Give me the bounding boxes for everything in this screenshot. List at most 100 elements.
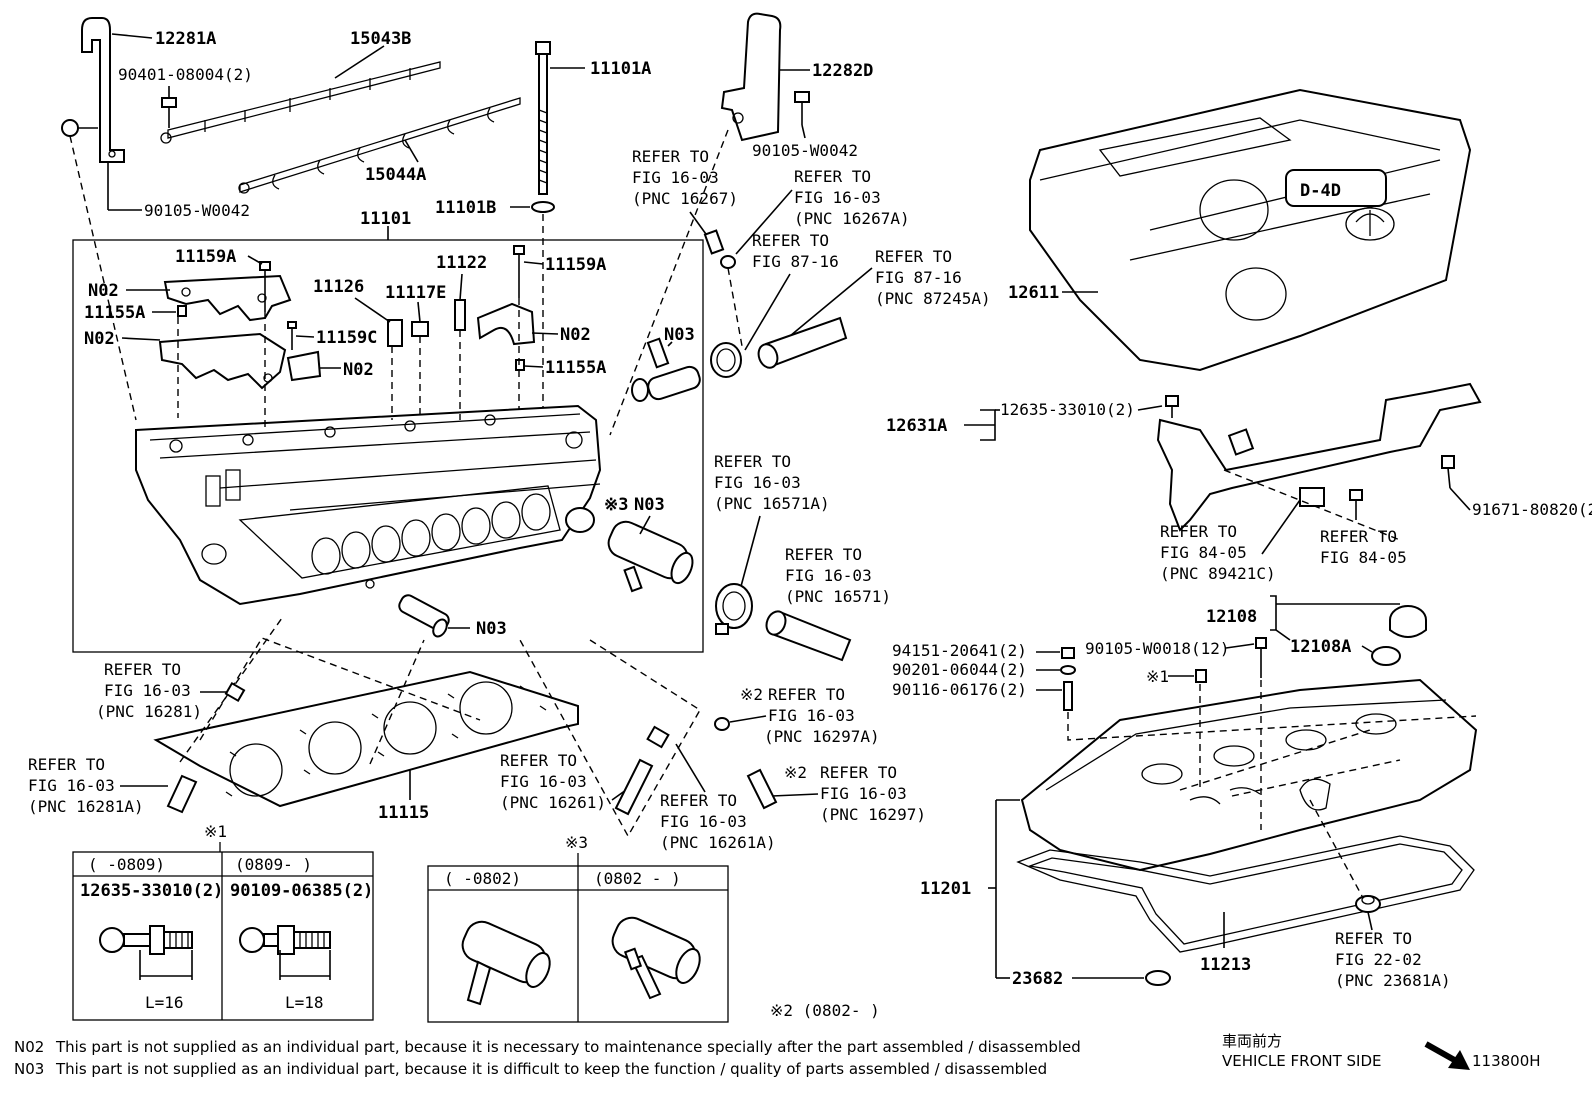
label-N02-1: N02	[88, 281, 119, 301]
refer-to-label: FIG 16-03	[820, 784, 907, 803]
front-direction-arrow-icon	[1424, 1041, 1470, 1070]
nozzle-N03-upper	[631, 337, 701, 402]
refer-to-label: FIG 84-05	[1320, 548, 1407, 567]
label-12108A: 12108A	[1290, 637, 1351, 657]
refer-to-label: REFER TO	[768, 685, 845, 704]
hose-87245A	[757, 316, 848, 369]
hose-16261	[614, 758, 654, 816]
cylinder-head-gasket-11115	[153, 670, 579, 808]
label-91671: 91671-80820(2)	[1472, 500, 1592, 519]
refer-to-label: REFER TO	[632, 147, 709, 166]
front-side-jp: 車両前方	[1222, 1032, 1282, 1050]
footer-n02-code: N02	[14, 1038, 44, 1056]
oil-filler-cap-12108	[1389, 605, 1427, 638]
refer-to-label: REFER TO	[1160, 522, 1237, 541]
refer-to-label: ( -0809)	[88, 855, 165, 874]
plug-11117E	[411, 321, 429, 337]
refer-to-label: REFER TO	[794, 167, 871, 186]
label-90105-top: 90105-W0042	[752, 141, 858, 160]
tube-11126	[387, 319, 403, 347]
refer-to-label: REFER TO	[104, 660, 181, 679]
nozzle-variant-a	[461, 920, 551, 1006]
clip-16267A	[720, 255, 736, 269]
label-11101A: 11101A	[590, 59, 651, 79]
refer-to-label: 90109-06385(2)	[230, 881, 373, 901]
pin-11155A-2	[515, 359, 525, 371]
label-23682: 23682	[1012, 969, 1063, 989]
mark-3-on-n03: ※3	[604, 495, 628, 515]
wire-harness-15043B	[160, 61, 441, 144]
pin-11155A-1	[177, 305, 187, 317]
refer-to-label: FIG 87-16	[875, 268, 962, 287]
refer-to-label: L=16	[145, 993, 184, 1012]
label-12631A: 12631A	[886, 416, 947, 436]
bolt-11159C-head	[287, 321, 297, 329]
refer-to-label: REFER TO	[714, 452, 791, 471]
refer-to-label: FIG 16-03	[28, 776, 115, 795]
mark-2a: ※2	[740, 685, 763, 704]
washer-11101B	[531, 201, 555, 213]
label-12635-33010: 12635-33010(2)	[1000, 400, 1135, 419]
inset3-mark: ※3	[565, 833, 588, 852]
refer-to-label: (PNC 23681A)	[1335, 971, 1451, 990]
hanger-bracket-12282D	[720, 12, 782, 142]
refer-to-label: (PNC 16281)	[96, 702, 202, 721]
refer-to-label: REFER TO	[660, 791, 737, 810]
stud-12635-33010	[1165, 395, 1179, 407]
refer-to-label: FIG 16-03	[500, 772, 587, 791]
footer-n03-code: N03	[14, 1060, 44, 1078]
refer-to-label: REFER TO	[500, 751, 577, 770]
refer-to-label: REFER TO	[752, 231, 829, 250]
bolt-12635-33010	[99, 925, 193, 955]
bearing-cap-small	[286, 350, 322, 382]
clip-16297A	[714, 717, 730, 731]
refer-to-label: (PNC 87245A)	[875, 289, 991, 308]
refer-to-label: REFER TO	[785, 545, 862, 564]
refer-to-label: (PNC 89421C)	[1160, 564, 1276, 583]
hanger-bracket-12281A	[81, 17, 125, 163]
gasket-12108A	[1371, 646, 1401, 666]
refer-to-label: FIG 22-02	[1335, 950, 1422, 969]
figure-number: 113800H	[1472, 1052, 1541, 1070]
label-12611: 12611	[1008, 283, 1059, 303]
refer-to-label: FIG 16-03	[785, 566, 872, 585]
cover-bracket-12631A	[1156, 382, 1482, 532]
refer-to-label: REFER TO	[1335, 929, 1412, 948]
refer-to-label: REFER TO	[1320, 527, 1397, 546]
inset-box-1	[72, 851, 374, 1021]
bolt-90105-left	[61, 119, 98, 137]
hose-16297	[746, 768, 778, 810]
bolt-90105-W0018-head	[1255, 637, 1267, 649]
washer-90201	[1060, 665, 1076, 675]
bolt-90109-06385	[239, 925, 331, 955]
label-11117E: 11117E	[385, 283, 446, 303]
label-12281A: 12281A	[155, 29, 216, 49]
refer-to-label: (0802 - )	[594, 869, 681, 888]
refer-to-label: FIG 16-03	[794, 188, 881, 207]
refer-to-label: (PNC 16571A)	[714, 494, 830, 513]
hose-16571	[765, 610, 852, 662]
label-11122: 11122	[436, 253, 487, 273]
nozzle-N03-lower	[398, 594, 450, 638]
label-90201: 90201-06044(2)	[892, 660, 1027, 679]
bolt-90105-top	[794, 91, 810, 125]
bearing-cap-right	[476, 302, 536, 346]
label-11101: 11101	[360, 209, 411, 229]
bolt-91671-80820	[1441, 455, 1455, 489]
oil-seal-23681A	[1355, 895, 1381, 913]
stud-bolt-11101A	[535, 41, 551, 195]
label-12282D: 12282D	[812, 61, 873, 81]
cylinder-head-11101	[135, 404, 602, 606]
nut-94151	[1061, 647, 1075, 659]
label-90105-W0018: 90105-W0018(12)	[1085, 639, 1230, 658]
label-11159C: 11159C	[316, 328, 377, 348]
label-11201: 11201	[920, 879, 971, 899]
stud-mark1	[1195, 669, 1207, 683]
mark-1-right: ※1	[1146, 667, 1169, 686]
label-11155A-2: 11155A	[545, 358, 606, 378]
wire-harness-15044A	[238, 97, 521, 194]
label-N02-4: N02	[560, 325, 591, 345]
refer-to-label: FIG 87-16	[752, 252, 839, 271]
camshaft-bearing-cap-upper	[163, 274, 292, 322]
